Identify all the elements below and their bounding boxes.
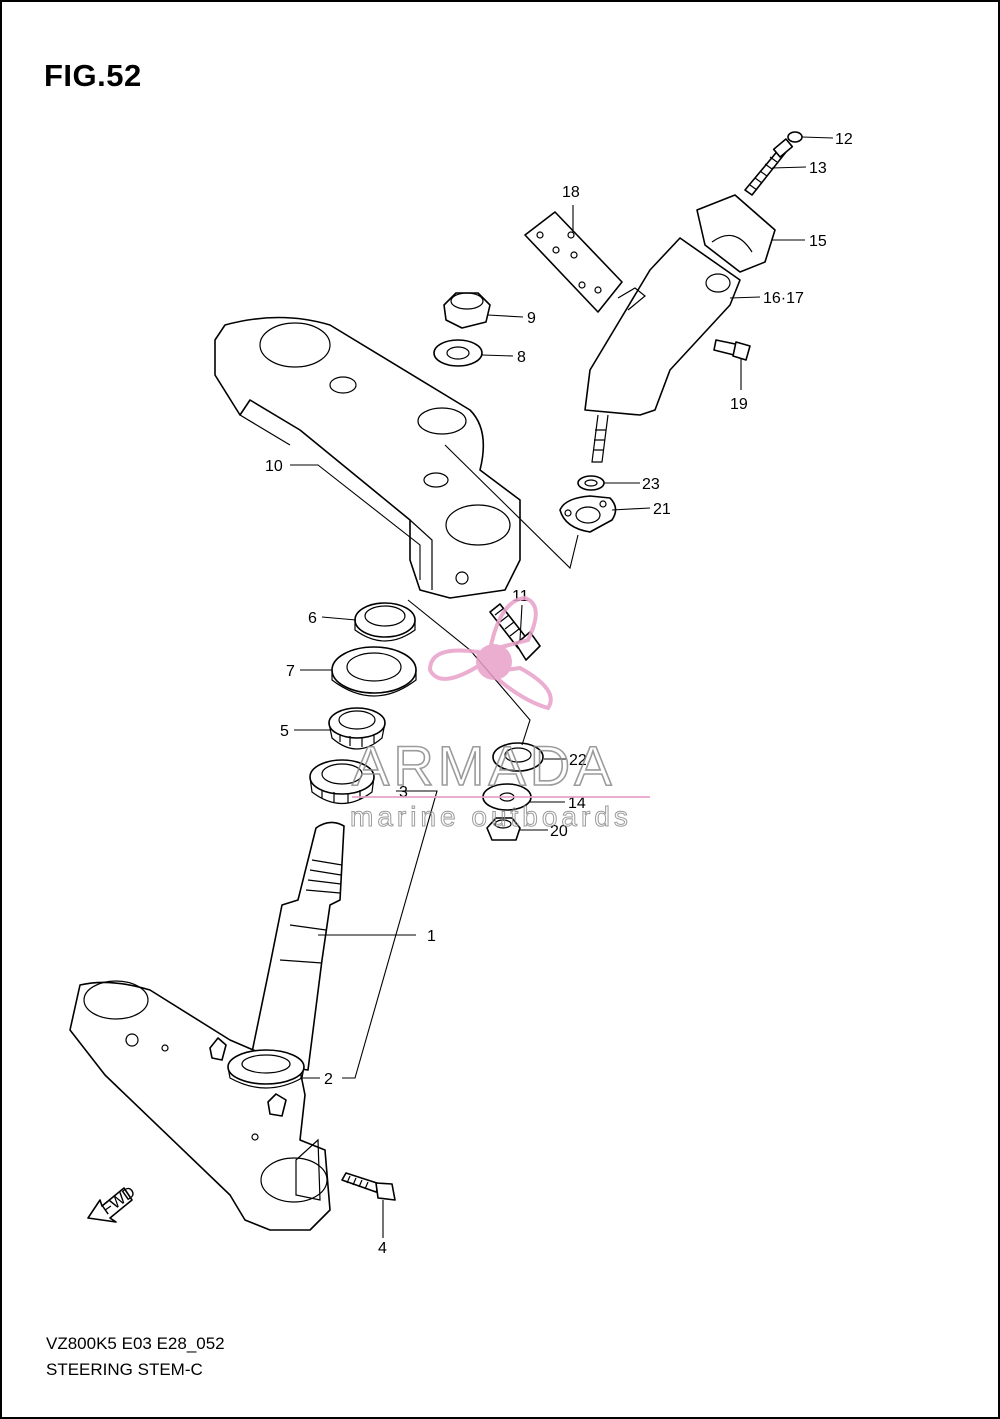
callout-labels: 1 2 3 4 5 6 7 8 9 10 11 12 13 14 15 16·1… xyxy=(265,131,853,1257)
fwd-text: FWD xyxy=(99,1184,139,1219)
callout-22: 22 xyxy=(569,752,587,769)
mount-plate-part xyxy=(524,211,646,313)
callout-21: 21 xyxy=(653,501,671,518)
lower-bracket-part xyxy=(69,980,331,1231)
callout-23: 23 xyxy=(642,476,660,493)
callout-19: 19 xyxy=(730,396,748,413)
steering-nut-part xyxy=(354,602,416,642)
upper-bearing-part xyxy=(328,707,386,750)
steering-stem-part xyxy=(249,821,345,1071)
figure-title: FIG.52 xyxy=(44,58,142,93)
callout-20: 20 xyxy=(550,823,568,840)
leader-lines xyxy=(290,136,834,1238)
callout-9: 9 xyxy=(527,310,536,327)
holder-cap-part xyxy=(696,194,776,273)
lower-bearing-part xyxy=(309,759,375,804)
dust-seal-part xyxy=(331,646,417,697)
callout-4: 4 xyxy=(378,1240,387,1257)
callout-2: 2 xyxy=(324,1071,333,1088)
handlebar-holder-part xyxy=(584,237,741,463)
cap-washer-part xyxy=(787,131,803,143)
dust-seal-lower-part xyxy=(227,1049,305,1089)
callout-10: 10 xyxy=(265,458,283,475)
callout-8: 8 xyxy=(517,349,526,366)
flange-nut-part xyxy=(486,817,521,841)
cap-bolt-part xyxy=(744,138,794,196)
callout-6: 6 xyxy=(308,610,317,627)
holder-screw-part xyxy=(713,339,751,361)
forward-arrow-icon: FWD xyxy=(87,1184,139,1223)
pinch-bolt-part xyxy=(489,603,541,661)
cap-nut-part xyxy=(443,292,491,329)
callout-5: 5 xyxy=(280,723,289,740)
propeller-logo-icon xyxy=(427,595,553,711)
callout-12: 12 xyxy=(835,131,853,148)
callout-13: 13 xyxy=(809,160,827,177)
callout-15: 15 xyxy=(809,233,827,250)
model-code: VZ800K5 E03 E28_052 xyxy=(46,1334,225,1353)
small-washer-part xyxy=(577,475,605,491)
callout-1: 1 xyxy=(427,928,436,945)
diagram-name: STEERING STEM-C xyxy=(46,1360,203,1379)
holder-plate-part xyxy=(559,495,617,533)
upper-bracket-part xyxy=(214,316,521,599)
callout-7: 7 xyxy=(286,663,295,680)
stem-washer-part xyxy=(492,742,544,772)
callout-3: 3 xyxy=(399,784,408,801)
watermark: ARMADA marine outboards xyxy=(350,595,650,833)
watermark-brand: ARMADA xyxy=(352,734,616,797)
callout-18: 18 xyxy=(562,184,580,201)
callout-14: 14 xyxy=(568,795,586,812)
nut-washer-part xyxy=(433,339,483,367)
watermark-tagline: marine outboards xyxy=(350,801,632,832)
bracket-bolt-part xyxy=(341,1172,396,1201)
callout-16-17: 16·17 xyxy=(763,290,804,307)
